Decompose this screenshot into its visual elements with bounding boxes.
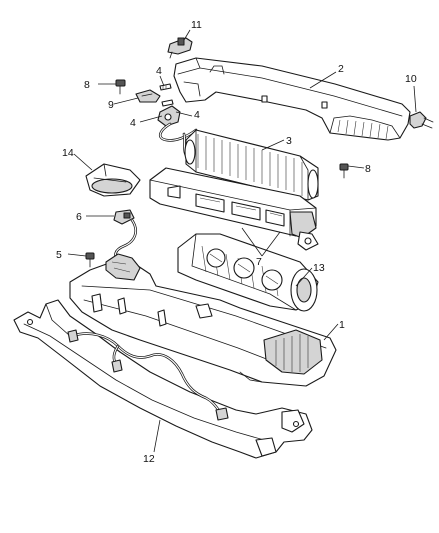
sensor-connector xyxy=(113,209,137,262)
actuator-clip xyxy=(135,89,161,103)
lower-housing xyxy=(69,253,337,387)
screw-right xyxy=(339,163,349,179)
screw-lower-left xyxy=(85,252,95,268)
blower-resistor xyxy=(85,163,141,197)
actuator-motor xyxy=(157,105,181,127)
distribution-housing xyxy=(149,167,319,251)
callout-1: 1 xyxy=(339,319,345,331)
callout-12: 12 xyxy=(143,453,155,465)
callout-4-right: 4 xyxy=(194,109,200,121)
small-bolt-4b xyxy=(161,99,174,107)
callout-5: 5 xyxy=(56,249,62,261)
callout-4-top: 4 xyxy=(156,65,162,77)
callout-7: 7 xyxy=(256,256,262,268)
callout-3: 3 xyxy=(286,135,292,147)
callout-9: 9 xyxy=(108,99,114,111)
lower-wire-harness xyxy=(67,329,229,421)
lower-support-bracket xyxy=(13,299,313,459)
callout-13: 13 xyxy=(313,262,325,274)
leader-lines xyxy=(67,29,417,453)
top-cover-duct xyxy=(173,57,411,141)
wire-connector-right xyxy=(409,111,434,129)
screw-upper-left xyxy=(115,79,126,95)
callout-10: 10 xyxy=(405,73,417,85)
small-bolt-4a xyxy=(159,83,172,91)
heater-core xyxy=(184,129,319,201)
blower-motor-assembly xyxy=(177,233,319,312)
callout-8-upper: 8 xyxy=(84,79,90,91)
callout-8-right: 8 xyxy=(365,163,371,175)
callout-4-left: 4 xyxy=(130,117,136,129)
callout-6: 6 xyxy=(76,211,82,223)
clip-bracket xyxy=(167,37,193,59)
callout-2: 2 xyxy=(338,63,344,75)
callout-11: 11 xyxy=(191,19,202,31)
callout-labels: 11 2 10 8 4 9 4 4 3 14 8 6 7 5 13 1 12 xyxy=(56,19,417,465)
callout-14: 14 xyxy=(62,147,74,159)
